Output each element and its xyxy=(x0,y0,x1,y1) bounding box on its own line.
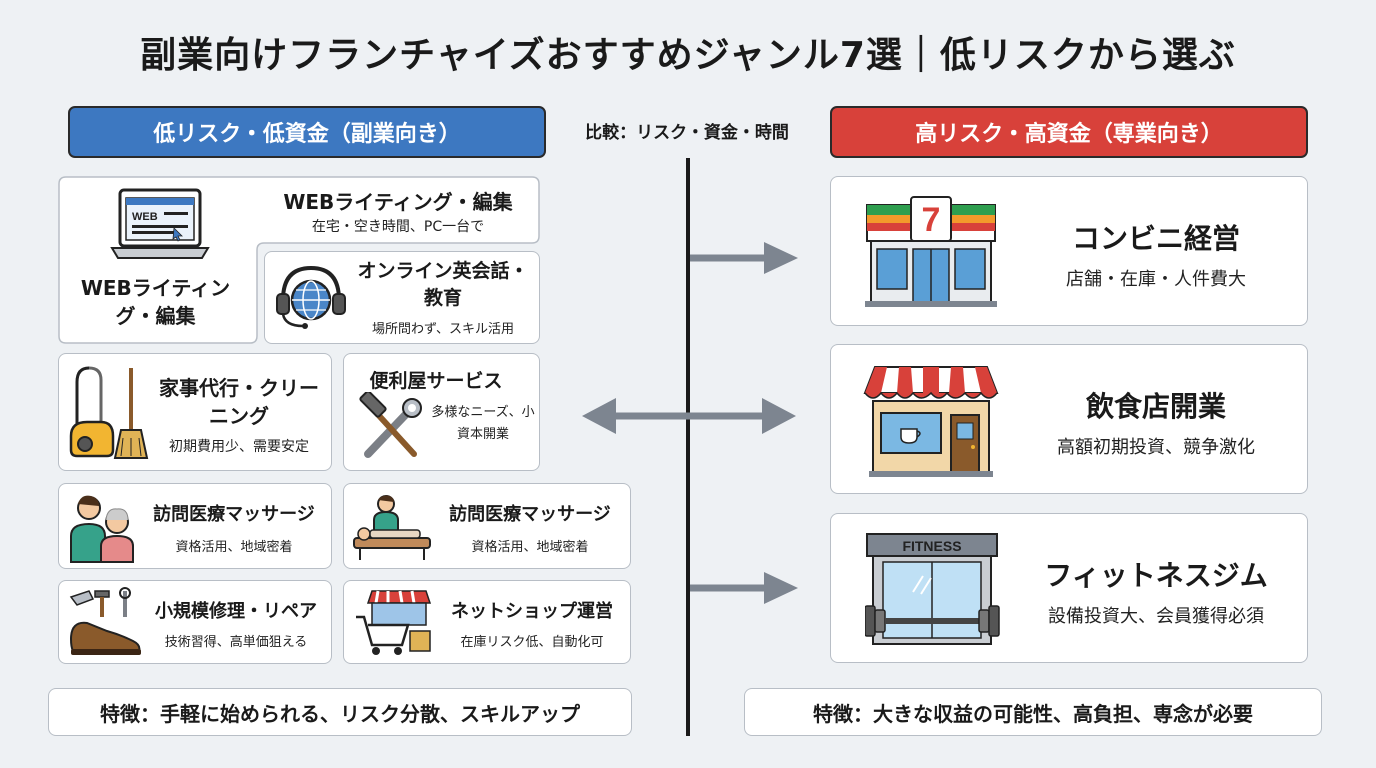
web-writing-title-2: WEBライティング・編集 xyxy=(80,276,231,328)
arrow-to-conbini xyxy=(690,242,798,274)
arrow-to-gym xyxy=(690,572,798,604)
restaurant-subtitle: 高額初期投資、競争激化 xyxy=(1057,437,1255,458)
shop-cart-icon xyxy=(356,590,432,655)
netshop-subtitle: 在庫リスク低、自動化可 xyxy=(460,635,604,650)
tools-shoe-icon xyxy=(69,587,141,655)
gym-card: FITNESS フィットネスジム 設備投資大、会員獲得必須 xyxy=(830,513,1308,663)
vacuum-broom-icon xyxy=(69,366,149,459)
massage-1-title: 訪問医療マッサージ xyxy=(153,504,315,525)
right-footer: 特徴：大きな収益の可能性、高負担、専念が必要 xyxy=(744,688,1322,736)
conbini-card: 7 コンビニ経営 店舗・在庫・人件費大 xyxy=(830,176,1308,326)
conbini-logo: 7 xyxy=(922,201,941,239)
netshop-title: ネットショップ運営 xyxy=(451,601,613,622)
gym-subtitle: 設備投資大、会員獲得必須 xyxy=(1048,606,1264,627)
conbini-title: コンビニ経営 xyxy=(1071,222,1240,255)
benriya-title: 便利屋サービス xyxy=(369,370,503,392)
headset-globe-icon xyxy=(276,265,346,329)
netshop-card: ネットショップ運営 在庫リスク低、自動化可 xyxy=(343,580,631,664)
massage-card-2: 訪問医療マッサージ 資格活用、地域密着 xyxy=(343,483,631,569)
online-english-title: オンライン英会話・教育 xyxy=(357,260,529,309)
massage-2-subtitle: 資格活用、地域密着 xyxy=(471,540,589,555)
comparison-label: 比較：リスク・資金・時間 xyxy=(585,123,789,143)
restaurant-icon xyxy=(863,366,999,477)
convenience-store-icon: 7 xyxy=(865,196,997,307)
caregiver-elder-icon xyxy=(70,495,134,563)
center-divider xyxy=(686,158,690,736)
laptop-icon: WEB xyxy=(110,188,210,259)
gym-sign: FITNESS xyxy=(902,538,961,554)
left-footer: 特徴：手軽に始められる、リスク分散、スキルアップ xyxy=(48,688,632,736)
low-risk-header: 低リスク・低資金（副業向き） xyxy=(68,106,546,158)
restaurant-title: 飲食店開業 xyxy=(1085,390,1226,423)
housework-title: 家事代行・クリーニング xyxy=(159,376,319,428)
housework-subtitle: 初期費用少、需要安定 xyxy=(169,439,309,455)
massage-therapist-icon xyxy=(353,495,431,560)
gym-title: フィットネスジム xyxy=(1044,559,1268,592)
benriya-card: 便利屋サービス 多様なニーズ、小資本開業 xyxy=(343,353,540,471)
web-writing-title: WEBライティング・編集 xyxy=(283,190,513,214)
online-english-card: オンライン英会話・教育 場所問わず、スキル活用 xyxy=(264,251,540,344)
repair-subtitle: 技術習得、高単価狙える xyxy=(164,635,308,650)
massage-1-subtitle: 資格活用、地域密着 xyxy=(175,540,293,555)
repair-card: 小規模修理・リペア 技術習得、高単価狙える xyxy=(58,580,332,664)
benriya-subtitle: 多様なニーズ、小資本開業 xyxy=(431,405,535,442)
repair-title: 小規模修理・リペア xyxy=(155,601,317,622)
restaurant-card: 飲食店開業 高額初期投資、競争激化 xyxy=(830,344,1308,494)
high-risk-header: 高リスク・高資金（専業向き） xyxy=(830,106,1308,158)
page-title: 副業向けフランチャイズおすすめジャンル7選｜低リスクから選ぶ xyxy=(140,35,1236,76)
massage-2-title: 訪問医療マッサージ xyxy=(449,504,611,525)
conbini-subtitle: 店舗・在庫・人件費大 xyxy=(1066,269,1246,290)
wrench-hammer-icon xyxy=(359,392,422,458)
laptop-screen-label: WEB xyxy=(132,211,158,223)
online-english-subtitle: 場所問わず、スキル活用 xyxy=(371,322,515,337)
fitness-gym-icon: FITNESS xyxy=(865,533,1000,645)
double-arrow xyxy=(582,398,796,434)
housework-card: 家事代行・クリーニング 初期費用少、需要安定 xyxy=(58,353,332,471)
web-writing-subtitle: 在宅・空き時間、PC一台で xyxy=(311,219,485,235)
web-writing-card: WEBライティング・編集 在宅・空き時間、PC一台で WEB WEBライティング… xyxy=(58,176,540,344)
massage-card-1: 訪問医療マッサージ 資格活用、地域密着 xyxy=(58,483,332,569)
